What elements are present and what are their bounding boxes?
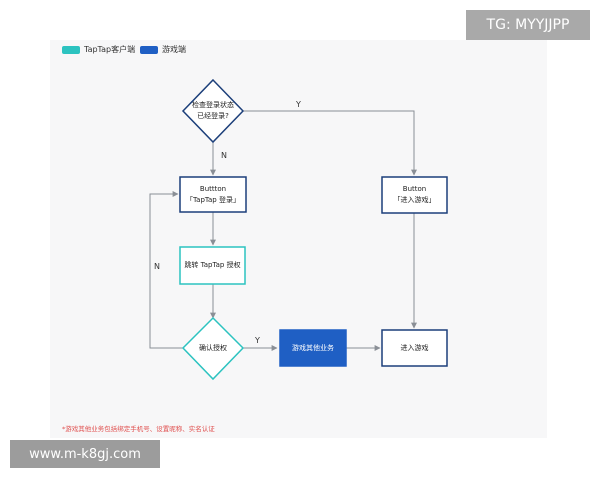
node-confirm-auth: 确认授权 [183, 338, 243, 358]
node-confirm-auth-text: 确认授权 [199, 343, 227, 352]
watermark-bottom-left: www.m-k8gj.com [10, 440, 160, 468]
node-check-login: 检查登录状态 已经登录? [183, 96, 243, 126]
node-button-taptap-line2: 「TapTap 登录」 [186, 195, 240, 204]
node-button-taptap: Buttton 「TapTap 登录」 [180, 177, 246, 212]
node-check-login-diamond [181, 78, 245, 144]
node-enter-game: 进入游戏 [382, 330, 447, 366]
node-other-business-rect [279, 329, 347, 367]
edge-check-to-button-enter [243, 110, 417, 176]
node-button-enter-line2: 「进入游戏」 [393, 196, 436, 204]
edge-label-yes-confirm: Y [255, 336, 260, 345]
edge-confirm-loop-back [149, 191, 183, 349]
node-confirm-auth-diamond [181, 316, 245, 381]
edge-label-yes-top: Y [296, 100, 301, 109]
watermark-top-right: TG: MYYJJPP [466, 10, 590, 40]
node-check-login-line1: 检查登录状态 [192, 101, 234, 109]
diagram-canvas [50, 40, 547, 438]
footnote: *游戏其他业务包括绑定手机号、设置昵称、实名认证 [62, 425, 215, 433]
node-enter-game-rect [381, 329, 448, 367]
node-other-business-text: 游戏其他业务 [292, 343, 334, 352]
node-jump-auth-rect [179, 246, 246, 285]
edge-label-no-loop: N [154, 262, 160, 271]
node-jump-auth-text: 跳转 TapTap 授权 [184, 261, 241, 269]
legend-swatch-blue [140, 45, 158, 54]
node-button-taptap-line1: Buttton [199, 184, 227, 193]
node-button-enter-rect [381, 176, 448, 214]
legend-swatch-teal [62, 45, 80, 54]
node-button-enter: Button 「进入游戏」 [382, 177, 447, 213]
node-button-taptap-rect [179, 176, 247, 213]
node-other-business: 游戏其他业务 [280, 330, 346, 366]
node-check-login-line2: 已经登录? [197, 112, 229, 120]
legend-item-game: 游戏端 [140, 44, 186, 55]
node-button-enter-line1: Button [402, 185, 427, 193]
legend-label-taptap-client: TapTap客户端 [84, 45, 136, 54]
node-jump-auth: 跳转 TapTap 授权 [180, 247, 245, 284]
edge-label-no-top: N [221, 151, 227, 160]
legend-label-game: 游戏端 [162, 45, 186, 54]
node-enter-game-text: 进入游戏 [400, 343, 429, 352]
legend-item-taptap-client: TapTap客户端 [62, 44, 135, 55]
